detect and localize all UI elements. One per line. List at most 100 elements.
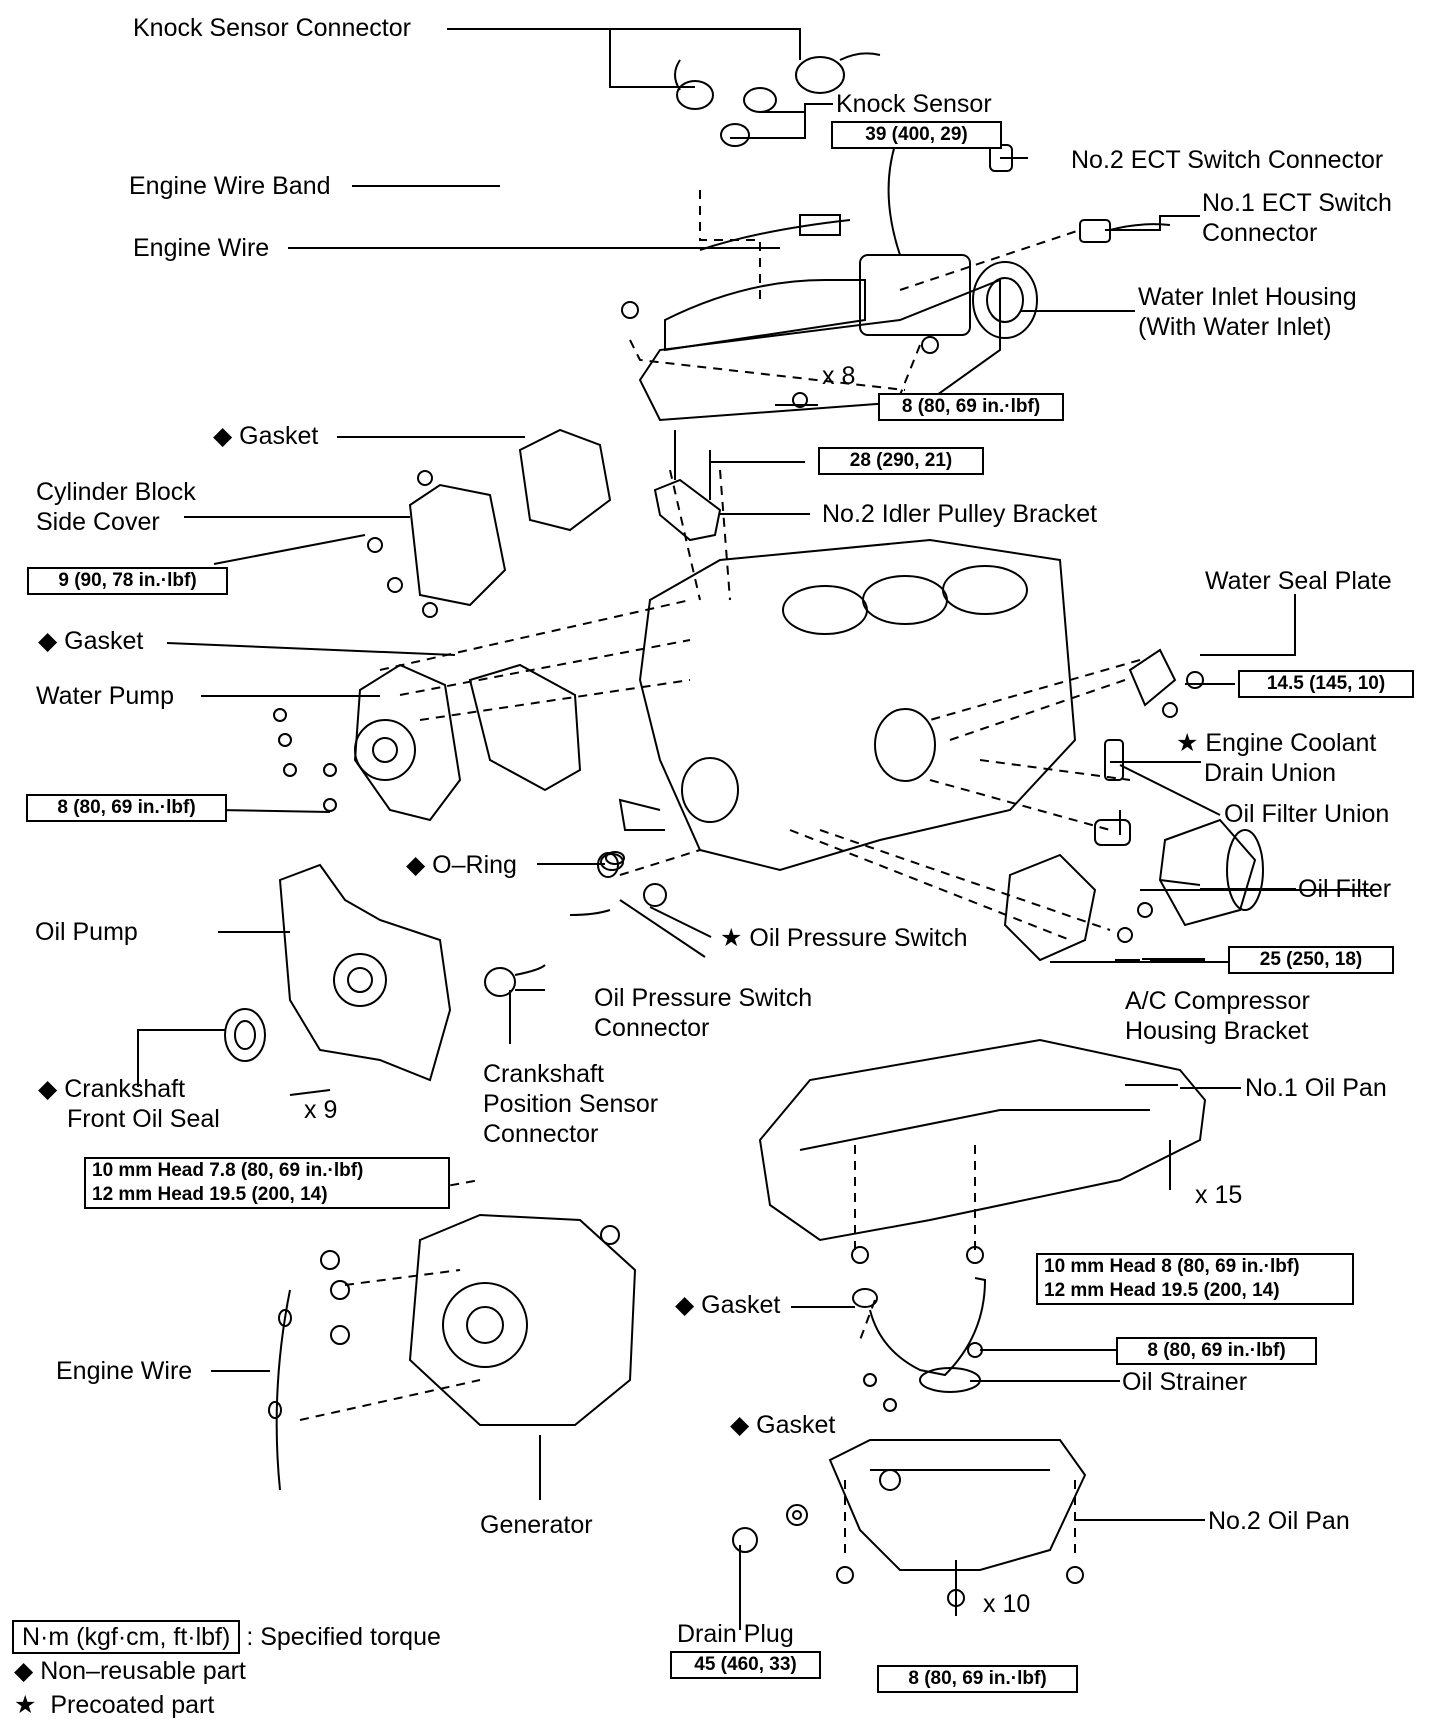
label-line: A/C Compressor bbox=[1125, 987, 1310, 1015]
label-oil-strainer: Oil Strainer bbox=[1122, 1368, 1248, 1396]
torque-no2-oil-pan: 8 (80, 69 in.·lbf) bbox=[877, 1665, 1078, 1693]
torque-water-seal-plate: 14.5 (145, 10) bbox=[1238, 670, 1414, 698]
label-line: Drain Union bbox=[1204, 759, 1337, 787]
label-generator: Generator bbox=[480, 1511, 593, 1539]
idler-pulley-bracket-drawing bbox=[653, 430, 722, 542]
label-line: Crankshaft bbox=[483, 1060, 604, 1088]
legend-precoated: ★ Precoated part bbox=[14, 1690, 214, 1720]
diamond-icon: ◆ bbox=[730, 1411, 757, 1439]
oil-filter-drawing bbox=[1094, 818, 1264, 927]
label-x15: x 15 bbox=[1195, 1181, 1243, 1209]
label-text: Gasket bbox=[64, 627, 144, 655]
label-line: Water Inlet Housing bbox=[1138, 283, 1357, 311]
torque-side-cover: 9 (90, 78 in.·lbf) bbox=[27, 567, 228, 595]
label-gasket-strainer: ◆ Gasket bbox=[675, 1290, 780, 1320]
label-text: Gasket bbox=[239, 422, 319, 450]
water-inlet-bolts-drawing bbox=[621, 301, 939, 408]
torque-oil-strainer: 8 (80, 69 in.·lbf) bbox=[1116, 1337, 1317, 1365]
diamond-icon: ◆ bbox=[38, 1075, 58, 1103]
ac-bracket-drawing bbox=[1003, 853, 1153, 962]
label-engine-wire-top: Engine Wire bbox=[133, 234, 270, 262]
water-inlet-housing-drawing bbox=[638, 144, 1038, 422]
label-text: Engine Coolant bbox=[1205, 729, 1377, 757]
legend-torque: N·m (kgf·cm, ft·lbf): Specified torque bbox=[12, 1620, 441, 1654]
label-oil-filter-union: Oil Filter Union bbox=[1224, 800, 1390, 828]
label-text: Oil Pressure Switch bbox=[749, 924, 968, 952]
no2-oil-pan-drawing bbox=[828, 1439, 1087, 1607]
label-line: Front Oil Seal bbox=[67, 1105, 220, 1133]
label-line: Connector bbox=[594, 1014, 710, 1042]
torque-line: 12 mm Head 19.5 (200, 14) bbox=[92, 1184, 328, 1205]
torque-line: 12 mm Head 19.5 (200, 14) bbox=[1044, 1280, 1280, 1301]
legend-torque-text: : Specified torque bbox=[246, 1623, 441, 1651]
diamond-icon: ◆ bbox=[38, 627, 65, 655]
assembly-dash-lines bbox=[299, 190, 1141, 1560]
label-engine-wire-band: Engine Wire Band bbox=[129, 172, 331, 200]
label-gasket-water-pump: ◆ Gasket bbox=[38, 626, 143, 656]
diamond-icon: ◆ bbox=[675, 1291, 702, 1319]
torque-drain-plug: 45 (460, 33) bbox=[670, 1651, 821, 1679]
crankshaft-sensor-connector-drawing bbox=[484, 964, 546, 997]
water-seal-plate-drawing bbox=[1128, 648, 1204, 718]
label-no1-oil-pan: No.1 Oil Pan bbox=[1245, 1074, 1387, 1102]
label-line: No.1 ECT Switch bbox=[1202, 189, 1392, 217]
gaskets-side-cover-drawing bbox=[367, 428, 612, 618]
label-line: ★ Engine Coolant bbox=[1176, 728, 1376, 758]
label-line: Connector bbox=[1202, 219, 1318, 247]
label-line: (With Water Inlet) bbox=[1138, 313, 1332, 341]
torque-ac-bracket: 25 (250, 18) bbox=[1228, 946, 1394, 974]
label-ac-compressor-housing-bracket: A/C Compressor Housing Bracket bbox=[1125, 986, 1310, 1046]
label-drain-plug: Drain Plug bbox=[677, 1620, 794, 1648]
legend-precoated-text: Precoated part bbox=[50, 1691, 215, 1719]
label-engine-wire-bottom: Engine Wire bbox=[56, 1357, 193, 1385]
star-icon: ★ bbox=[14, 1691, 37, 1719]
label-knock-sensor-connector: Knock Sensor Connector bbox=[133, 14, 411, 42]
label-gasket-drain: ◆ Gasket bbox=[730, 1410, 835, 1440]
torque-oil-pump: 10 mm Head 7.8 (80, 69 in.·lbf) 12 mm He… bbox=[84, 1157, 450, 1209]
oil-strainer-drawing bbox=[852, 1277, 987, 1412]
label-line: Position Sensor bbox=[483, 1090, 659, 1118]
label-x9: x 9 bbox=[304, 1096, 338, 1124]
torque-water-inlet-housing: 8 (80, 69 in.·lbf) bbox=[878, 393, 1064, 421]
torque-line: 10 mm Head 7.8 (80, 69 in.·lbf) bbox=[92, 1160, 364, 1181]
water-pump-drawing bbox=[273, 663, 582, 822]
torque-idler-pulley-bracket: 28 (290, 21) bbox=[818, 447, 984, 475]
label-text: Gasket bbox=[756, 1411, 836, 1439]
label-text: Crankshaft bbox=[64, 1075, 186, 1103]
knock-sensor-connectors-drawing bbox=[674, 52, 881, 147]
label-no1-ect-switch-connector: No.1 ECT Switch Connector bbox=[1202, 188, 1392, 248]
label-o-ring: ◆ O–Ring bbox=[406, 850, 517, 880]
legend-torque-box: N·m (kgf·cm, ft·lbf) bbox=[12, 1620, 241, 1654]
oil-pressure-switch-drawing bbox=[569, 851, 667, 916]
label-crankshaft-front-oil-seal: ◆ Crankshaft Front Oil Seal bbox=[38, 1074, 220, 1134]
label-line: Oil Pressure Switch bbox=[594, 984, 813, 1012]
label-knock-sensor: Knock Sensor bbox=[836, 90, 992, 118]
label-crankshaft-position-sensor-connector: Crankshaft Position Sensor Connector bbox=[483, 1059, 658, 1149]
drain-union-drawing bbox=[1104, 739, 1124, 781]
label-line: Housing Bracket bbox=[1125, 1017, 1309, 1045]
label-x8: x 8 bbox=[822, 362, 856, 390]
legend-non-reusable-text: Non–reusable part bbox=[40, 1657, 246, 1685]
label-water-seal-plate: Water Seal Plate bbox=[1205, 567, 1392, 595]
torque-water-pump: 8 (80, 69 in.·lbf) bbox=[26, 794, 227, 822]
label-line: Cylinder Block bbox=[36, 478, 196, 506]
torque-line: 10 mm Head 8 (80, 69 in.·lbf) bbox=[1044, 1256, 1300, 1277]
torque-knock-sensor: 39 (400, 29) bbox=[831, 121, 1002, 149]
drain-plug-drawing bbox=[732, 1504, 808, 1553]
label-line: ◆ Crankshaft bbox=[38, 1074, 220, 1104]
legend-non-reusable: ◆ Non–reusable part bbox=[14, 1656, 246, 1686]
label-no2-ect-switch-connector: No.2 ECT Switch Connector bbox=[1071, 146, 1384, 174]
no1-oil-pan-drawing bbox=[758, 1038, 1207, 1264]
label-gasket-side-cover: ◆ Gasket bbox=[213, 421, 318, 451]
label-oil-pressure-switch-connector: Oil Pressure Switch Connector bbox=[594, 983, 812, 1043]
label-line: Side Cover bbox=[36, 508, 160, 536]
diamond-icon: ◆ bbox=[406, 851, 433, 879]
label-oil-filter: Oil Filter bbox=[1298, 875, 1392, 903]
oil-pump-drawing bbox=[224, 863, 452, 1096]
label-oil-pressure-switch: ★ Oil Pressure Switch bbox=[720, 923, 968, 953]
generator-drawing bbox=[268, 1213, 637, 1491]
label-no2-idler-pulley-bracket: No.2 Idler Pulley Bracket bbox=[822, 500, 1098, 528]
star-icon: ★ bbox=[720, 924, 743, 952]
